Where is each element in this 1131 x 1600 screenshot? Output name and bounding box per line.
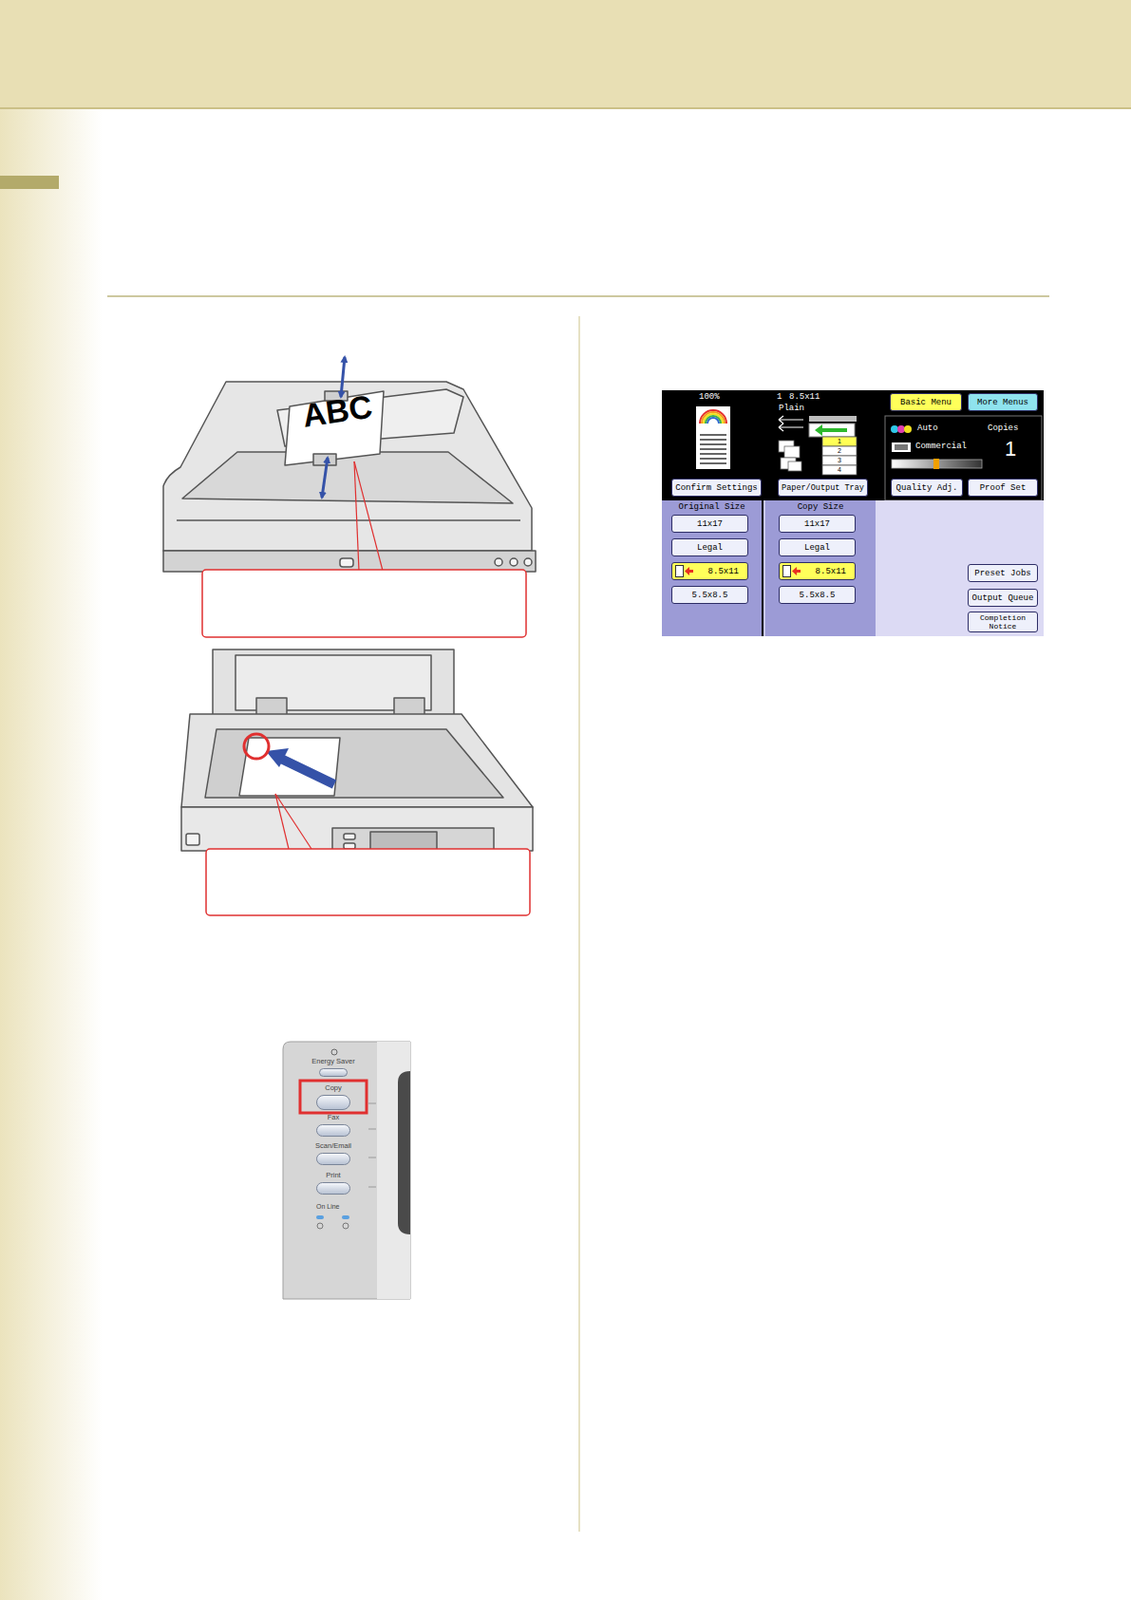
- screen-button: Quality Adj.: [890, 478, 963, 497]
- panel-key: Fax: [299, 1112, 368, 1137]
- button-label: 8.5x11: [815, 566, 847, 577]
- paper-size-icon: [675, 565, 695, 578]
- button-label: Basic Menu: [900, 397, 952, 408]
- key-button: [316, 1094, 351, 1111]
- button-label: More Menus: [977, 397, 1029, 408]
- screen-label: 100%: [698, 392, 720, 403]
- button-label: 5.5x8.5: [692, 590, 729, 601]
- screen-label: On Line: [316, 1203, 340, 1211]
- button-label: Confirm Settings: [675, 483, 757, 493]
- panel-key: Copy: [299, 1083, 368, 1111]
- screen-button: Confirm Settings: [671, 478, 762, 497]
- button-label: Quality Adj.: [896, 483, 959, 493]
- panel-key: Energy Saver: [299, 1056, 368, 1077]
- screen-label: Copies: [987, 423, 1018, 434]
- panel-heading: Original Size: [661, 502, 762, 513]
- screen-label: 1: [1004, 436, 1017, 462]
- button-label: 5.5x8.5: [799, 590, 836, 601]
- key-label: Fax: [299, 1112, 368, 1122]
- screen-label: Plain: [778, 403, 805, 415]
- button-label: Completion Notice: [968, 613, 1037, 631]
- panel-heading: Copy Size: [765, 502, 876, 513]
- button-label: 8.5x11: [708, 566, 739, 577]
- key-button: [316, 1182, 351, 1195]
- size-panel: Original Size 11x17Legal 8.5x11 5.5x8.5: [661, 500, 762, 637]
- screen-label: 8.5x11: [789, 392, 820, 403]
- screen-label: 1: [776, 392, 782, 403]
- button-label: 11x17: [697, 519, 723, 529]
- button-label: Legal: [804, 543, 830, 553]
- screen-label: 4: [822, 465, 857, 475]
- key-label: Copy: [299, 1083, 368, 1093]
- button-label: Output Queue: [972, 593, 1035, 604]
- screen-button: 5.5x8.5: [671, 585, 749, 604]
- key-label: Scan/Email: [299, 1141, 368, 1150]
- panel-key: Print: [299, 1170, 368, 1195]
- key-label: Energy Saver: [299, 1056, 368, 1066]
- screen-button: Preset Jobs: [967, 564, 1038, 583]
- key-button: [319, 1068, 348, 1077]
- screen-label: 2: [822, 446, 857, 456]
- screen-button: 11x17: [671, 514, 749, 533]
- screen-button: Legal: [778, 538, 856, 557]
- button-label: Preset Jobs: [974, 568, 1031, 579]
- screen-button: Completion Notice: [967, 611, 1038, 633]
- screen-button: Output Queue: [967, 588, 1038, 607]
- screen-button: 8.5x11: [671, 562, 749, 581]
- screen-button: Proof Set: [967, 478, 1038, 497]
- screen-label: Auto: [917, 423, 939, 434]
- screen-label: Commercial: [915, 441, 967, 453]
- screen-button: 11x17: [778, 514, 856, 533]
- key-button: [316, 1152, 351, 1166]
- screen-button: More Menus: [967, 393, 1038, 412]
- screen-label: 3: [822, 455, 857, 466]
- screen-button: Paper/Output Tray: [777, 478, 868, 497]
- button-label: 11x17: [804, 519, 830, 529]
- screen-button: 5.5x8.5: [778, 585, 856, 604]
- paper-size-icon: [782, 565, 802, 578]
- screen-button: Legal: [671, 538, 749, 557]
- button-label: Proof Set: [980, 483, 1027, 493]
- key-label: Print: [299, 1170, 368, 1180]
- size-panel: Copy Size 11x17Legal 8.5x11 5.5x8.5: [763, 500, 876, 637]
- button-label: Paper/Output Tray: [781, 483, 865, 493]
- panel-key: Scan/Email: [299, 1141, 368, 1166]
- screen-label: 1: [822, 436, 857, 447]
- key-button: [316, 1124, 351, 1137]
- screen-button: 8.5x11: [778, 562, 856, 581]
- button-label: Legal: [697, 543, 723, 553]
- screen-button: Basic Menu: [889, 393, 962, 412]
